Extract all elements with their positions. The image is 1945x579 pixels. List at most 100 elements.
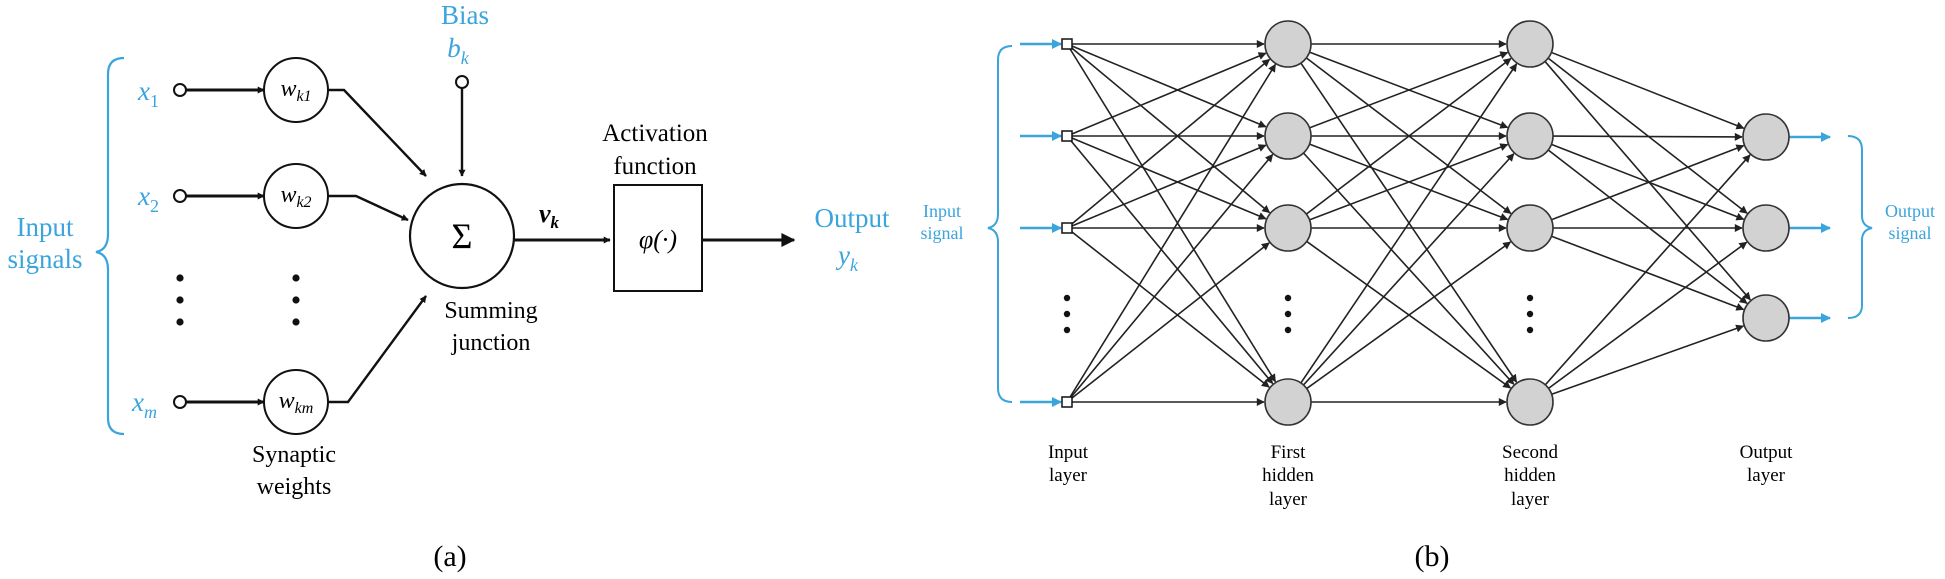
connection-h2-output-0-2 [1544,60,1751,301]
connection-h2-output-2-2 [1551,235,1745,311]
connection-input-h1-3-1 [1069,153,1274,399]
svg-text:hidden: hidden [1504,465,1556,486]
first-hidden-node-3 [1264,378,1312,426]
connection-h2-output-0-0 [1551,51,1745,130]
layer-label-second-hidden: Second hidden layer [1502,442,1558,510]
input-x1-label: x1 [137,76,159,111]
svg-text:layer: layer [1269,489,1308,510]
ellipsis-input-layer [1063,294,1071,334]
connection-h1-h2-2-1 [1309,143,1509,221]
summing-label-line2: junction [451,330,531,356]
input-xm-label: xm [131,387,157,422]
panel-b: Input signal Output signal Input layer F… [921,20,1935,573]
svg-text:Second: Second [1502,442,1558,463]
input-layer-node-3 [1061,396,1073,408]
bias-terminal [455,75,469,89]
connection-h1-h2-1-0 [1309,51,1509,129]
svg-text:layer: layer [1747,465,1786,486]
input-layer-node-0 [1061,38,1073,50]
ellipsis-first-hidden [1284,294,1292,334]
output-title: Output [814,203,890,233]
activation-function-label: φ(·) [639,225,677,254]
output-layer-node-2 [1742,294,1790,342]
second-hidden-node-3 [1506,378,1554,426]
connection-h1-h2-3-2 [1306,241,1512,390]
weight-wk1-to-sum [328,88,427,177]
second-hidden-node-1 [1506,112,1554,160]
svg-text:layer: layer [1511,489,1550,510]
synaptic-weights-label-line1: Synaptic [252,442,336,468]
weight-wk1-label: wk1 [280,76,311,105]
connection-h2-output-0-1 [1547,57,1748,214]
input-layer-node-2 [1061,222,1073,234]
bias-title: Bias [441,0,489,30]
connection-input-h1-2-1 [1071,144,1267,227]
activation-title-line1: Activation [602,120,708,147]
output-layer-node-0 [1742,113,1790,161]
summing-junction-node [408,182,516,290]
input-signals-label-line1: Input [17,212,74,242]
connection-input-h1-0-2 [1070,46,1271,214]
output-label: yk [835,240,859,275]
svg-text:Output: Output [1740,442,1794,463]
output-signal-label-line2: signal [1889,223,1932,243]
first-hidden-node-1 [1264,112,1312,160]
connection-input-h1-3-0 [1068,63,1277,399]
weight-wkm-to-sum [328,295,427,404]
connection-input-h1-1-3 [1069,139,1274,385]
connection-h2-output-2-0 [1551,144,1745,221]
connection-h1-h2-3-1 [1302,153,1515,386]
second-hidden-node-0 [1506,20,1554,68]
layer-label-output: Output layer [1740,442,1794,486]
svg-text:layer: layer [1049,465,1088,486]
caption-b: (b) [1415,540,1450,573]
svg-text:Input: Input [1048,442,1089,463]
caption-a: (a) [433,540,466,573]
layer-label-input: Input layer [1048,442,1089,486]
activation-function-box [613,184,703,292]
connection-h2-output-1-1 [1551,143,1745,221]
synaptic-weights-label-line2: weights [257,474,332,500]
svg-text:hidden: hidden [1262,465,1314,486]
connection-h2-output-1-2 [1547,149,1748,304]
connection-h2-output-1-0 [1552,132,1743,141]
network-io-arrows [1020,39,1831,407]
connection-input-h1-1-0 [1071,52,1267,135]
ellipsis-weights [292,274,300,326]
network-connections [1068,40,1751,406]
input-signals-label-line2: signals [7,244,82,274]
connection-input-h1-2-3 [1070,230,1270,388]
svg-text:First: First [1271,442,1307,463]
connection-input-h1-0-3 [1068,47,1277,383]
weight-wk2-label: wk2 [280,182,311,211]
network-nodes [1061,20,1790,426]
output-layer-node-1 [1742,204,1790,252]
output-signal-brace [1847,135,1873,319]
first-hidden-node-2 [1264,204,1312,252]
connection-h2-output-3-2 [1551,324,1745,396]
bias-label: bk [447,33,470,68]
input-x2-label: x2 [137,181,159,216]
connection-input-h1-2-0 [1070,58,1271,226]
layer-label-first-hidden: First hidden layer [1262,442,1314,510]
input-layer-node-1 [1061,130,1073,142]
weight-wk2-to-sum [328,194,409,222]
input-signal-brace [987,45,1013,403]
connection-input-h1-3-2 [1070,242,1270,400]
connection-h2-output-3-0 [1544,154,1751,386]
connection-h1-h2-2-0 [1305,57,1512,215]
summing-label-line1: Summing [444,298,537,324]
first-hidden-node-0 [1264,20,1312,68]
summing-symbol: Σ [452,216,473,256]
connection-input-h1-0-1 [1071,45,1267,128]
input-brace [95,56,125,436]
ellipsis-second-hidden [1526,294,1534,334]
input-x2-terminal [173,189,187,203]
ellipsis-inputs [176,274,184,326]
output-signal-label-line1: Output [1885,201,1935,221]
input-signal-label-line1: Input [923,201,961,221]
input-xm-terminal [173,395,187,409]
second-hidden-node-2 [1506,204,1554,252]
activation-title-line2: function [613,153,697,180]
